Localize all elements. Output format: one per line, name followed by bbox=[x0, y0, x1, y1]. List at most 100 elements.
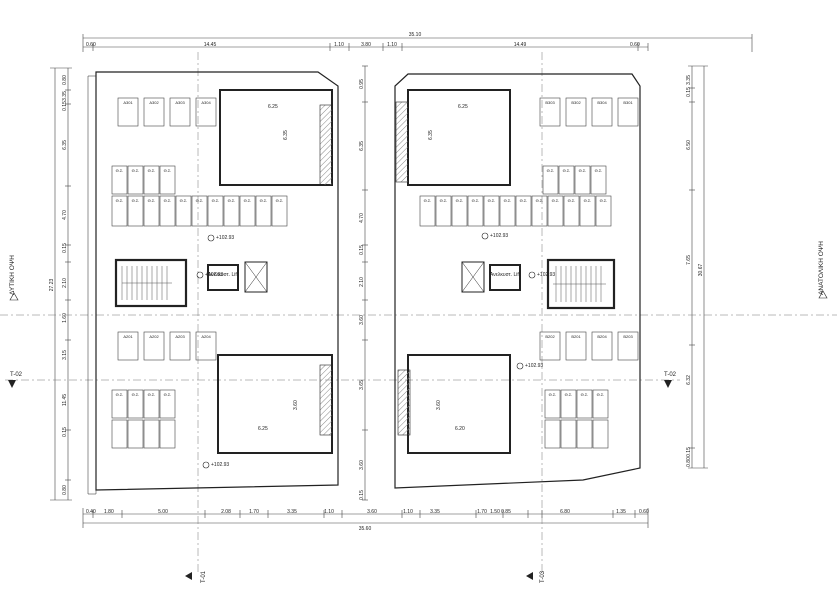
storage-top-right-0 bbox=[539, 97, 561, 127]
car-bay-right-b-2-label: Θ.Σ. bbox=[456, 198, 464, 203]
storage-top-right-3 bbox=[617, 97, 639, 127]
car-bay-left-b-7 bbox=[223, 195, 240, 227]
right-dim-2: 3.35 bbox=[686, 75, 692, 85]
left-dim-2: 3.35 bbox=[62, 91, 68, 101]
left-dim-1: 0.80 bbox=[62, 75, 68, 85]
storage-top-left-2 bbox=[169, 97, 191, 127]
car-bay-right-d-2 bbox=[576, 419, 593, 449]
axis-lines bbox=[0, 52, 837, 572]
car-bay-left-c-1 bbox=[127, 389, 144, 419]
car-bay-right-c-1 bbox=[560, 389, 577, 419]
car-bay-left-c-3-label: Θ.Σ. bbox=[164, 392, 172, 397]
bottom-dim-10: 3.35 bbox=[430, 509, 440, 515]
car-bay-left-c-2 bbox=[143, 389, 160, 419]
right-lift-shaft bbox=[461, 261, 485, 293]
section-t03-label: T-03 bbox=[540, 570, 546, 583]
left-dim-6: 0.15 bbox=[62, 243, 68, 253]
car-bay-left-d-2 bbox=[143, 419, 160, 449]
section-t03-icon bbox=[526, 572, 533, 580]
car-bay-right-c-0-label: Θ.Σ. bbox=[549, 392, 557, 397]
left-lift-lobby bbox=[207, 264, 239, 291]
storage-bottom-right-0-label: Β202 bbox=[545, 334, 555, 339]
car-bay-right-a-2-label: Θ.Σ. bbox=[579, 168, 587, 173]
storage-top-right-1-label: Β302 bbox=[571, 100, 581, 105]
bottom-dim-2: 1.80 bbox=[104, 509, 114, 515]
car-bay-right-b-9-label: Θ.Σ. bbox=[568, 198, 576, 203]
car-bay-right-b-5 bbox=[499, 195, 516, 227]
bottom-dimension-chain bbox=[82, 508, 649, 528]
car-bay-left-a-2-label: Θ.Σ. bbox=[148, 168, 156, 173]
car-bay-right-b-3 bbox=[467, 195, 484, 227]
right-upper-width: 6.25 bbox=[458, 104, 468, 110]
top-dim-6: 14.49 bbox=[514, 42, 527, 48]
section-t01-icon bbox=[185, 572, 192, 580]
car-bay-right-b-10-label: Θ.Σ. bbox=[584, 198, 592, 203]
car-bay-left-b-9-label: Θ.Σ. bbox=[260, 198, 268, 203]
storage-bottom-left-0 bbox=[117, 331, 139, 361]
left-dim-3: 0.15 bbox=[62, 101, 68, 111]
mid-dim-5: 2.10 bbox=[359, 277, 365, 287]
car-bay-right-b-1 bbox=[435, 195, 452, 227]
storage-top-right-2-label: Β304 bbox=[597, 100, 607, 105]
car-bay-left-c-0-label: Θ.Σ. bbox=[116, 392, 124, 397]
car-bay-right-b-3-label: Θ.Σ. bbox=[472, 198, 480, 203]
mid-dim-9: 0.15 bbox=[359, 490, 365, 500]
storage-bottom-left-2 bbox=[169, 331, 191, 361]
car-bay-left-b-2 bbox=[143, 195, 160, 227]
right-stair-treads bbox=[553, 266, 606, 302]
storage-bottom-right-3-label: Β203 bbox=[623, 334, 633, 339]
section-t02-right-label: T-02 bbox=[664, 372, 677, 378]
left-lower-unit bbox=[217, 354, 333, 454]
storage-bottom-right-1-label: Β201 bbox=[571, 334, 581, 339]
car-bay-left-b-7-label: Θ.Σ. bbox=[228, 198, 236, 203]
car-bay-right-a-2 bbox=[574, 165, 591, 195]
car-bay-left-c-2-label: Θ.Σ. bbox=[148, 392, 156, 397]
car-bay-right-b-8 bbox=[547, 195, 564, 227]
right-total-dim: 30.67 bbox=[698, 264, 704, 277]
car-bay-right-c-1-label: Θ.Σ. bbox=[565, 392, 573, 397]
car-bay-left-b-1 bbox=[127, 195, 144, 227]
top-dim-2: 14.45 bbox=[204, 42, 217, 48]
car-bay-left-b-4 bbox=[175, 195, 192, 227]
storage-bottom-right-3 bbox=[617, 331, 639, 361]
top-dim-4: 3.80 bbox=[361, 42, 371, 48]
car-bay-right-a-0 bbox=[542, 165, 559, 195]
right-lower-stair bbox=[397, 369, 411, 436]
car-bay-left-b-9 bbox=[255, 195, 272, 227]
elev-right-lower: +102.93 bbox=[525, 363, 543, 369]
bottom-dim-9: 1.10 bbox=[403, 509, 413, 515]
storage-bottom-left-1-label: Α202 bbox=[149, 334, 159, 339]
car-bay-right-c-2-label: Θ.Σ. bbox=[581, 392, 589, 397]
left-lower-width: 6.25 bbox=[258, 426, 268, 432]
car-bay-right-b-6 bbox=[515, 195, 532, 227]
right-lower-width: 6.20 bbox=[455, 426, 465, 432]
car-bay-left-d-0 bbox=[111, 419, 128, 449]
car-bay-left-d-3 bbox=[159, 419, 176, 449]
storage-bottom-right-1 bbox=[565, 331, 587, 361]
elev-right-upper: +102.93 bbox=[490, 233, 508, 239]
top-total-dim: 35.10 bbox=[409, 32, 422, 38]
right-building bbox=[394, 73, 641, 489]
car-bay-right-a-1 bbox=[558, 165, 575, 195]
bottom-dim-6: 3.35 bbox=[287, 509, 297, 515]
bottom-dim-15: 1.35 bbox=[616, 509, 626, 515]
mid-dimension-chain bbox=[362, 65, 368, 501]
car-bay-right-b-1-label: Θ.Σ. bbox=[440, 198, 448, 203]
left-stair-treads bbox=[121, 266, 172, 300]
car-bay-left-b-10-label: Θ.Σ. bbox=[276, 198, 284, 203]
bottom-dim-11: 1.70 bbox=[477, 509, 487, 515]
section-t02-left-label: T-02 bbox=[10, 372, 23, 378]
left-dim-5: 4.70 bbox=[62, 210, 68, 220]
car-bay-left-b-0-label: Θ.Σ. bbox=[116, 198, 124, 203]
mid-dim-8: 3.60 bbox=[359, 460, 365, 470]
right-dim-3: 6.50 bbox=[686, 140, 692, 150]
car-bay-left-c-0 bbox=[111, 389, 128, 419]
top-dim-3: 1.10 bbox=[334, 42, 344, 48]
left-stair-core bbox=[114, 258, 188, 308]
elev-right-core: +102.93 bbox=[537, 272, 555, 278]
car-bay-right-c-3-label: Θ.Σ. bbox=[597, 392, 605, 397]
car-bay-right-d-3 bbox=[592, 419, 609, 449]
left-upper-width: 6.25 bbox=[268, 104, 278, 110]
bottom-dim-5: 1.70 bbox=[249, 509, 259, 515]
